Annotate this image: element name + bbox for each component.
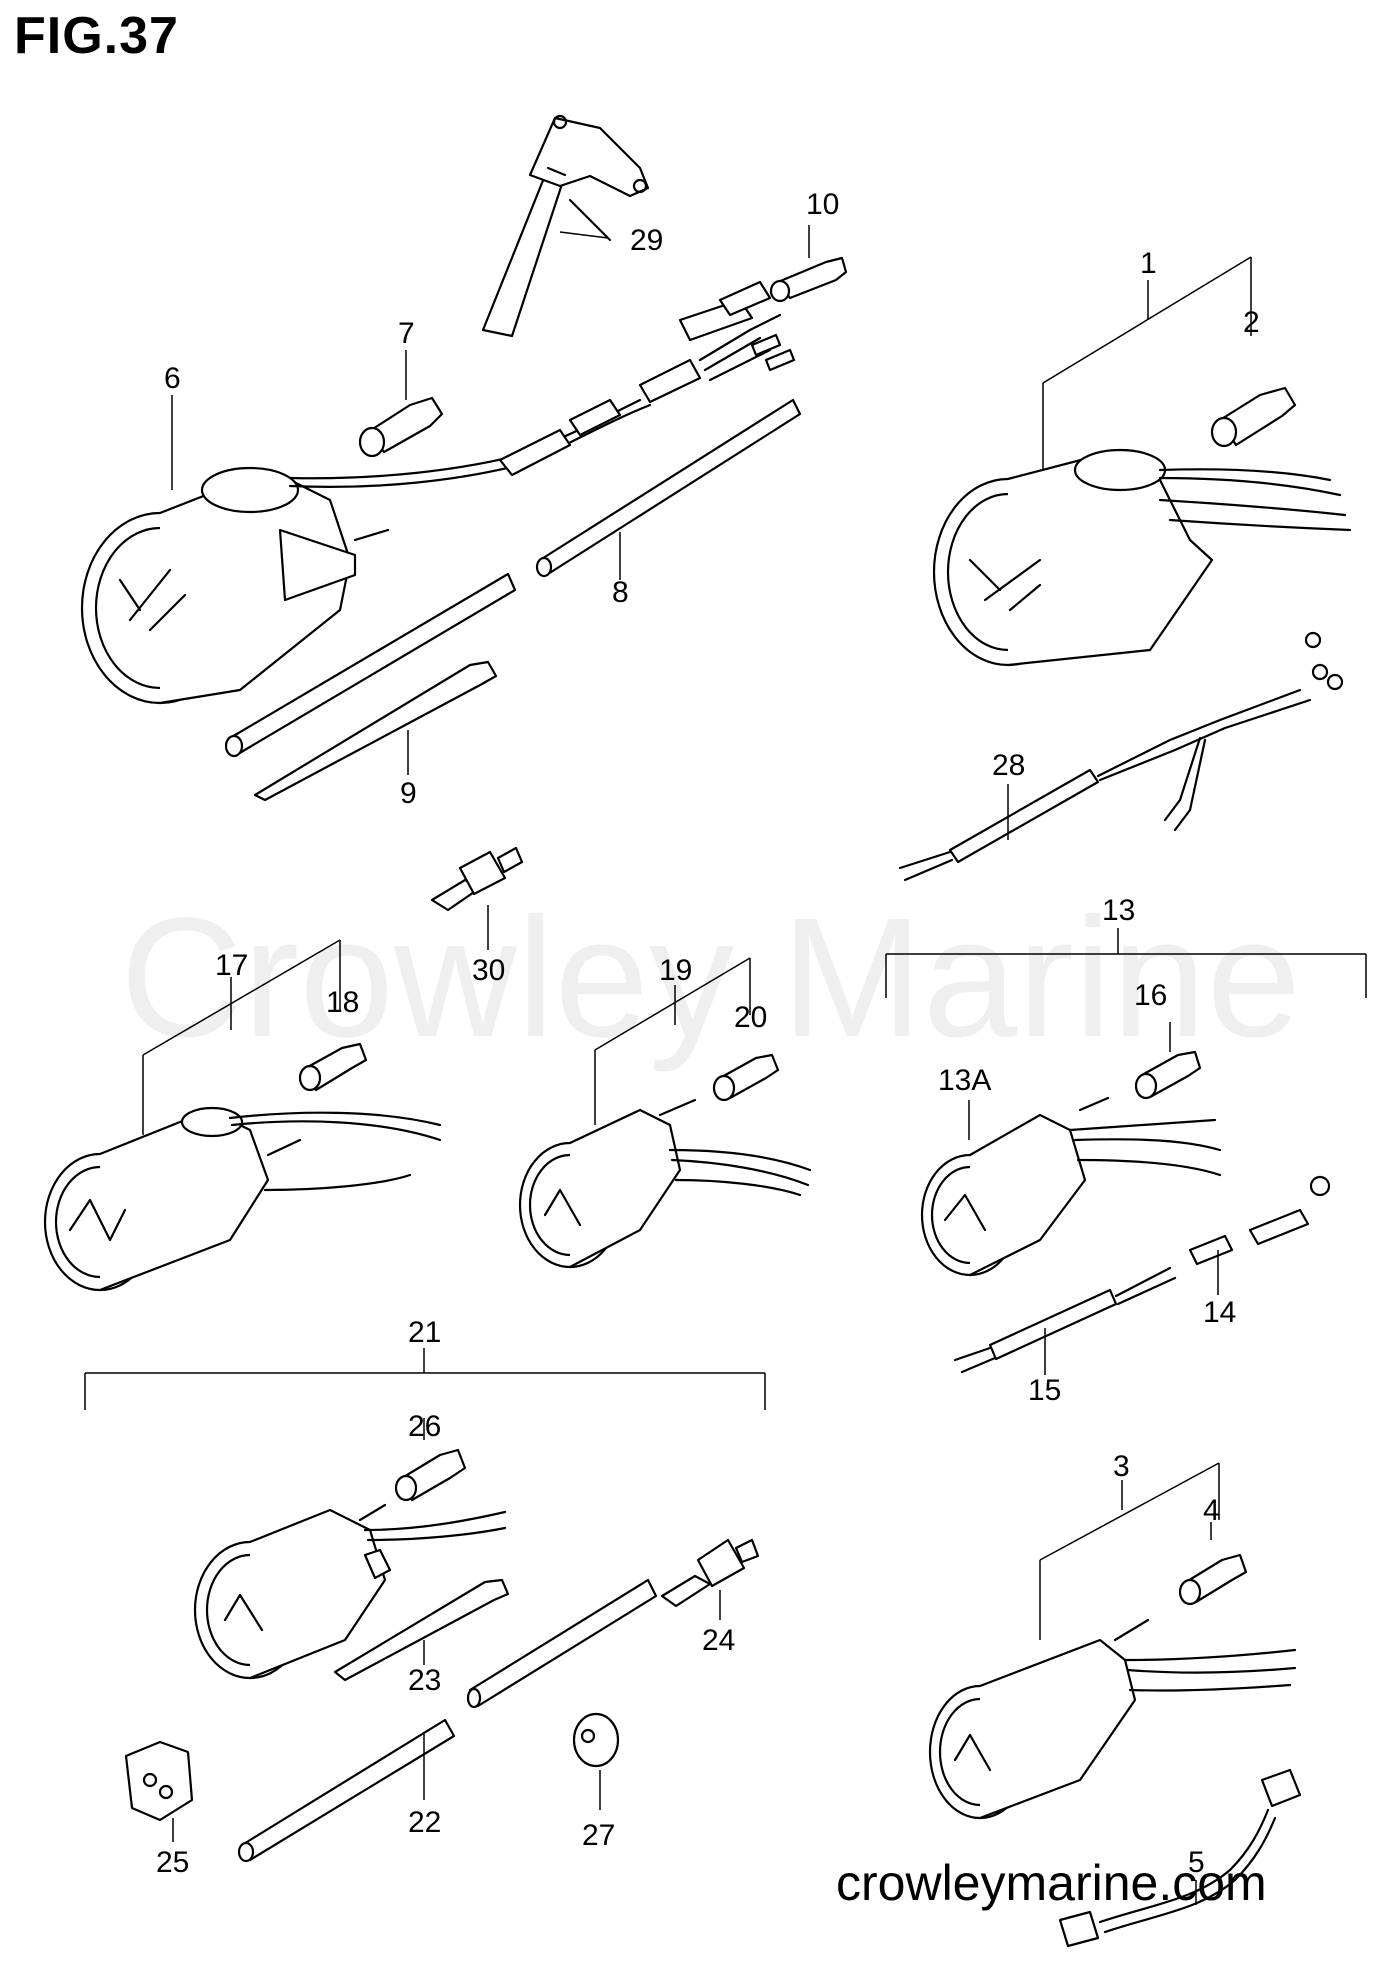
callout-22: 22 [408, 1806, 441, 1839]
callout-17: 17 [215, 949, 248, 982]
callout-19: 19 [659, 954, 692, 987]
callout-8: 8 [612, 576, 629, 609]
callout-1: 1 [1140, 247, 1157, 280]
washer-icon [572, 1712, 620, 1810]
callout-23: 23 [408, 1664, 441, 1697]
hose-icon [224, 398, 802, 758]
callout-14: 14 [1203, 1296, 1236, 1329]
website-text: crowleymarine.com [836, 1855, 1267, 1911]
callout-7: 7 [398, 317, 415, 350]
hose-fitting-icon [660, 1538, 760, 1620]
callout-3: 3 [1113, 1450, 1130, 1483]
callout-26: 26 [408, 1410, 441, 1443]
gauge-icon [928, 1462, 1297, 1820]
gauge-icon [84, 1348, 766, 1680]
gauge-icon [80, 280, 796, 705]
gauge-icon [518, 957, 812, 1269]
wire-harness-icon [953, 1175, 1331, 1375]
callout-13: 13 [1102, 894, 1135, 927]
cable-tie-icon [333, 1578, 510, 1682]
figure-title: FIG.37 [14, 7, 179, 65]
callout-29: 29 [630, 224, 663, 257]
callout-13A: 13A [938, 1064, 991, 1097]
callout-18: 18 [326, 986, 359, 1019]
callout-24: 24 [702, 1624, 735, 1657]
hose-fitting-icon [430, 846, 524, 950]
bulb-socket-icon [298, 1042, 368, 1092]
bulb-socket-icon [358, 350, 444, 458]
gauge-icon [932, 256, 1352, 667]
callout-15: 15 [1028, 1374, 1061, 1407]
sender-icon [481, 114, 650, 338]
watermark-text: Crowley Marine [120, 883, 1301, 1073]
callout-28: 28 [992, 749, 1025, 782]
wire-harness-icon [898, 631, 1344, 882]
callout-25: 25 [156, 1846, 189, 1879]
callout-5: 5 [1188, 1846, 1205, 1879]
callout-4: 4 [1203, 1494, 1220, 1527]
bulb-socket-icon [1210, 386, 1297, 448]
bulb-socket-icon [394, 1448, 467, 1502]
gauge-icon [43, 939, 442, 1292]
hose-icon [237, 1578, 658, 1863]
wire-harness-icon [1058, 1768, 1302, 1948]
bulb-socket-icon [1178, 1553, 1248, 1606]
callout-10: 10 [806, 188, 839, 221]
cable-tie-icon [253, 660, 498, 802]
callout-2: 2 [1243, 306, 1260, 339]
bulb-socket-icon [769, 225, 848, 303]
callout-9: 9 [400, 777, 417, 810]
callout-16: 16 [1134, 979, 1167, 1012]
gauge-icon [885, 928, 1367, 1277]
bulb-socket-icon [1134, 1022, 1202, 1100]
callout-21: 21 [408, 1316, 441, 1349]
bulb-socket-icon [712, 1053, 780, 1102]
grommet-icon [124, 1740, 194, 1842]
callout-6: 6 [164, 362, 181, 395]
callout-30: 30 [472, 954, 505, 987]
callout-20: 20 [734, 1001, 767, 1034]
callout-27: 27 [582, 1819, 615, 1852]
